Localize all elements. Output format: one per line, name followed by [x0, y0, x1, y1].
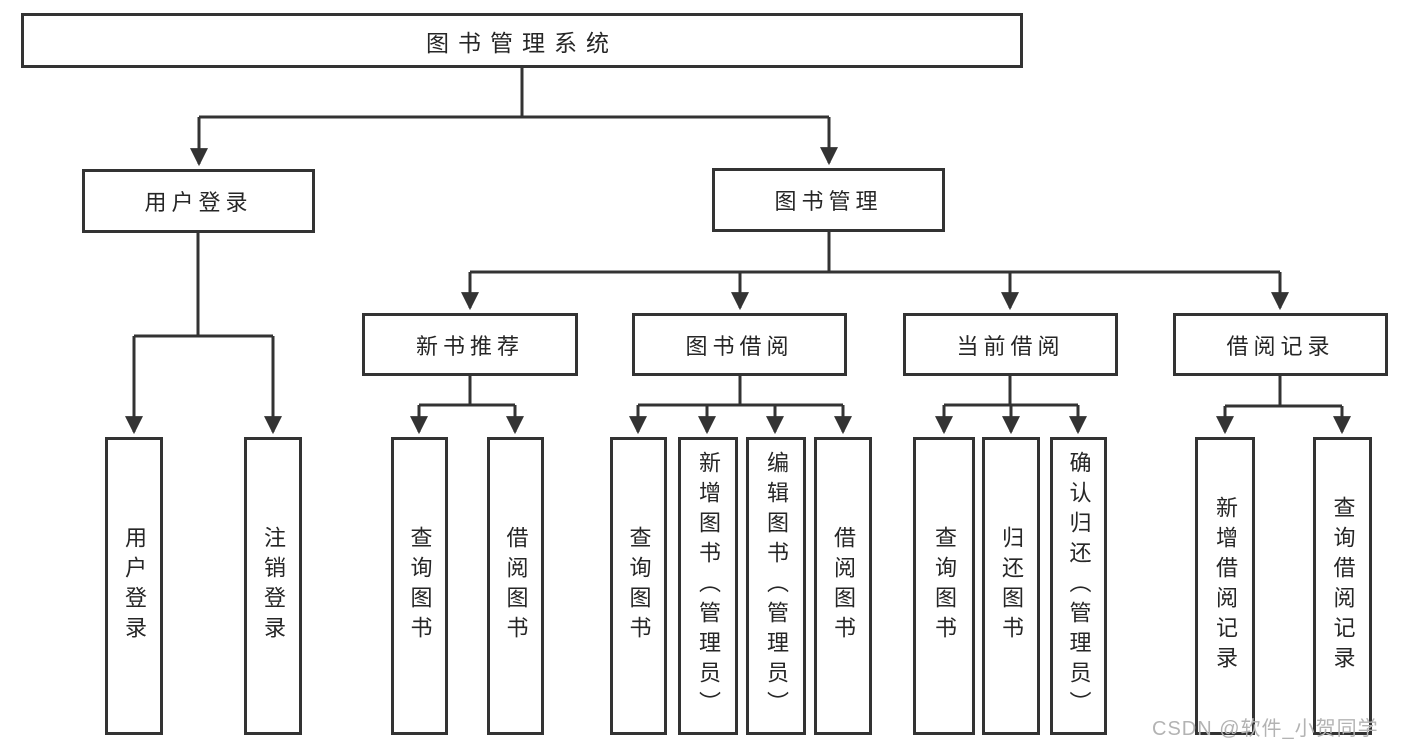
node-book-management: 图书管理: [712, 168, 945, 232]
leaf-query-books-borrow: 查询图书: [610, 437, 667, 735]
node-current-borrow: 当前借阅: [903, 313, 1118, 376]
leaf-query-books-recommend: 查询图书: [391, 437, 448, 735]
leaf-add-book-admin: 新增图书（管理员）: [678, 437, 738, 735]
leaf-user-login: 用户登录: [105, 437, 163, 735]
leaf-borrow-books: 借阅图书: [814, 437, 872, 735]
leaf-add-borrow-record: 新增借阅记录: [1195, 437, 1255, 735]
csdn-watermark: CSDN @软件_小贺同学: [1152, 718, 1379, 740]
node-library-system: 图书管理系统: [21, 13, 1023, 68]
leaf-query-borrow-record: 查询借阅记录: [1313, 437, 1372, 735]
leaf-return-book: 归还图书: [982, 437, 1040, 735]
node-user-login: 用户登录: [82, 169, 315, 233]
node-new-book-recommend: 新书推荐: [362, 313, 578, 376]
leaf-logout: 注销登录: [244, 437, 302, 735]
leaf-edit-book-admin: 编辑图书（管理员）: [746, 437, 806, 735]
leaf-query-books-current: 查询图书: [913, 437, 975, 735]
node-borrow-records: 借阅记录: [1173, 313, 1388, 376]
leaf-confirm-return-admin: 确认归还（管理员）: [1050, 437, 1107, 735]
node-book-borrow: 图书借阅: [632, 313, 847, 376]
leaf-borrow-books-recommend: 借阅图书: [487, 437, 544, 735]
